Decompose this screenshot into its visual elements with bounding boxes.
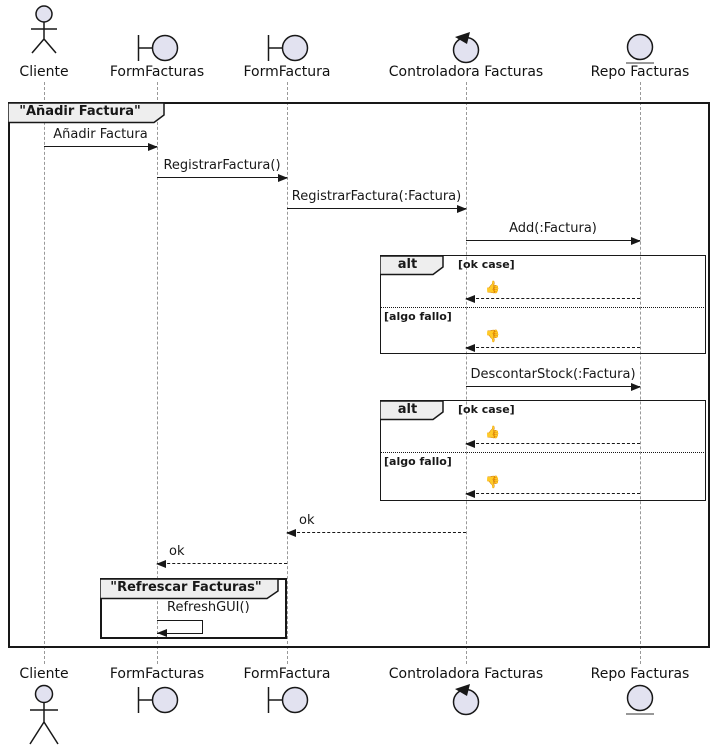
arrowhead-icon (278, 174, 288, 182)
return-label: ok (299, 513, 315, 528)
alt2-guard-fail: [algo fallo] (384, 455, 452, 468)
participant-label-cliente-bottom: Cliente (19, 666, 69, 682)
return-arrow (156, 560, 287, 568)
participant-label-formfactura-bottom: FormFactura (243, 666, 331, 682)
arrowhead-icon (457, 205, 467, 213)
arrowhead-icon (148, 143, 158, 151)
frame-refrescar-title: "Refrescar Facturas" (110, 580, 262, 595)
arrowhead-icon (286, 529, 296, 537)
arrowhead-icon (465, 344, 475, 352)
message-label: RegistrarFactura(:Factura) (291, 189, 462, 204)
participant-label-repo-bottom: Repo Facturas (590, 666, 690, 682)
boundary-icon (135, 34, 181, 62)
boundary-icon (135, 686, 181, 714)
frame-anadir-factura (8, 102, 710, 648)
return-arrow (465, 490, 640, 498)
return-arrow (465, 295, 640, 303)
entity-icon (624, 33, 656, 67)
frame-anadir-title: "Añadir Factura" (19, 104, 141, 119)
boundary-icon (265, 686, 311, 714)
actor-icon (24, 5, 64, 63)
return-label: ok (169, 544, 185, 559)
message-label: DescontarStock(:Factura) (470, 367, 636, 382)
arrowhead-icon (631, 383, 641, 391)
message-label: RegistrarFactura() (163, 158, 281, 173)
return-arrow (286, 529, 466, 537)
entity-icon (624, 684, 656, 718)
participant-label-formfacturas: FormFacturas (109, 64, 205, 80)
participant-label-repo: Repo Facturas (590, 64, 690, 80)
lifeline-cliente (44, 82, 45, 664)
lifeline-formfacturas (157, 82, 158, 664)
thumbs-down-icon: 👎 (485, 329, 500, 343)
message-arrow (466, 383, 641, 391)
alt-fragment-2 (380, 400, 706, 501)
lifeline-formfactura (287, 82, 288, 664)
arrowhead-icon (156, 560, 166, 568)
alt2-operator-tab (380, 400, 445, 421)
alt2-operator: alt (397, 402, 418, 417)
self-message-label: RefreshGUI() (167, 600, 250, 615)
alt-fragment-1 (380, 255, 706, 354)
message-arrow (44, 143, 158, 151)
thumbs-down-icon: 👎 (485, 475, 500, 489)
arrowhead-icon (465, 440, 475, 448)
message-label: Add(:Factura) (509, 221, 597, 236)
message-arrow (466, 237, 641, 245)
self-message-arrow (157, 620, 203, 634)
control-icon (449, 684, 483, 716)
arrowhead-icon (465, 295, 475, 303)
message-arrow (157, 174, 288, 182)
alt1-divider (380, 307, 704, 308)
return-arrow (465, 440, 640, 448)
arrowhead-icon (465, 490, 475, 498)
alt1-guard-ok: [ok case] (458, 258, 515, 271)
alt2-divider (380, 452, 704, 453)
thumbs-up-icon: 👍 (485, 425, 500, 439)
participant-label-formfactura: FormFactura (243, 64, 331, 80)
arrowhead-icon (631, 237, 641, 245)
alt2-guard-ok: [ok case] (458, 403, 515, 416)
message-arrow (287, 205, 467, 213)
message-label: Añadir Factura (53, 127, 148, 142)
lifeline-repo (640, 82, 641, 664)
alt1-operator: alt (397, 257, 418, 272)
alt1-operator-tab (380, 255, 445, 276)
actor-icon (24, 684, 64, 748)
lifeline-controladora (466, 82, 467, 664)
alt1-guard-fail: [algo fallo] (384, 310, 452, 323)
participant-label-formfacturas-bottom: FormFacturas (109, 666, 205, 682)
control-icon (449, 32, 483, 64)
arrowhead-icon (157, 629, 167, 637)
frame-refrescar-tab (100, 578, 280, 600)
participant-label-controladora-bottom: Controladora Facturas (388, 666, 544, 682)
boundary-icon (265, 34, 311, 62)
frame-anadir-tab (8, 102, 166, 124)
return-arrow (465, 344, 640, 352)
participant-label-cliente: Cliente (19, 64, 69, 80)
participant-label-controladora: Controladora Facturas (388, 64, 544, 80)
thumbs-up-icon: 👍 (485, 280, 500, 294)
